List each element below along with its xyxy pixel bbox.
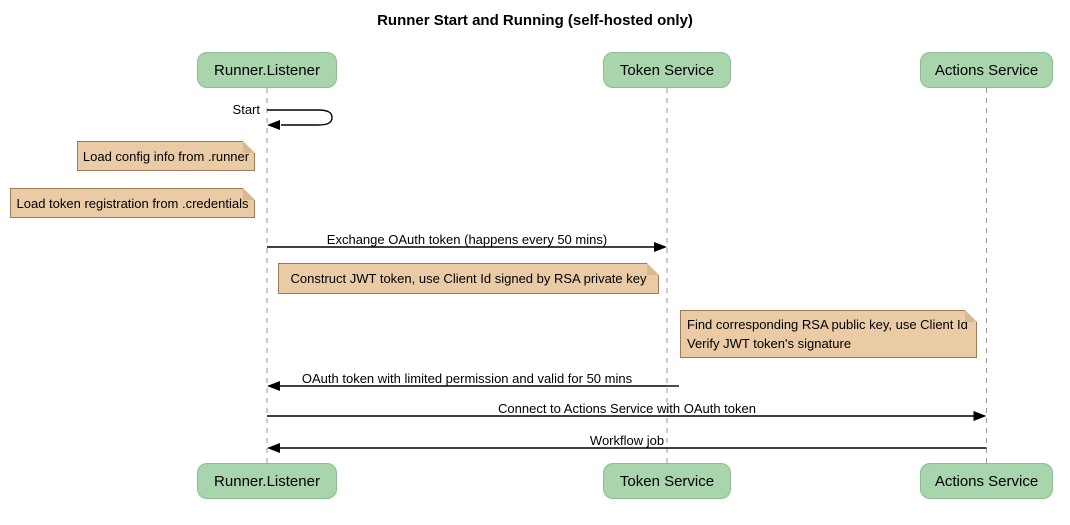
participant-token-service-bottom: Token Service bbox=[603, 463, 731, 499]
participant-actions-service-top: Actions Service bbox=[920, 52, 1053, 88]
connect-arrow-head bbox=[973, 411, 987, 421]
note-load-config: Load config info from .runner bbox=[77, 141, 255, 171]
message-oauth-return-label: OAuth token with limited permission and … bbox=[301, 371, 633, 386]
message-start-label: Start bbox=[232, 102, 260, 117]
start-self-arrow-head bbox=[267, 120, 280, 130]
message-exchange-label: Exchange OAuth token (happens every 50 m… bbox=[326, 232, 608, 247]
message-connect-label: Connect to Actions Service with OAuth to… bbox=[498, 401, 756, 416]
oauth-return-arrow-head bbox=[267, 381, 280, 391]
note-find-rsa-key: Find corresponding RSA public key, use C… bbox=[680, 310, 977, 358]
note-find-rsa-key-line1: Find corresponding RSA public key, use C… bbox=[687, 317, 968, 332]
participant-runner-listener-top: Runner.Listener bbox=[197, 52, 337, 88]
workflow-arrow-head bbox=[267, 443, 280, 453]
participant-token-service-top: Token Service bbox=[603, 52, 731, 88]
diagram-title: Runner Start and Running (self-hosted on… bbox=[377, 12, 693, 29]
note-load-token-registration: Load token registration from .credential… bbox=[10, 188, 255, 218]
participant-runner-listener-bottom: Runner.Listener bbox=[197, 463, 337, 499]
exchange-arrow-head bbox=[654, 242, 667, 252]
note-find-rsa-key-line2: Verify JWT token's signature bbox=[687, 336, 852, 351]
participant-actions-service-bottom: Actions Service bbox=[920, 463, 1053, 499]
message-workflow-label: Workflow job bbox=[589, 433, 665, 448]
start-self-arrow-line bbox=[267, 109, 333, 126]
note-construct-jwt: Construct JWT token, use Client Id signe… bbox=[278, 263, 659, 294]
